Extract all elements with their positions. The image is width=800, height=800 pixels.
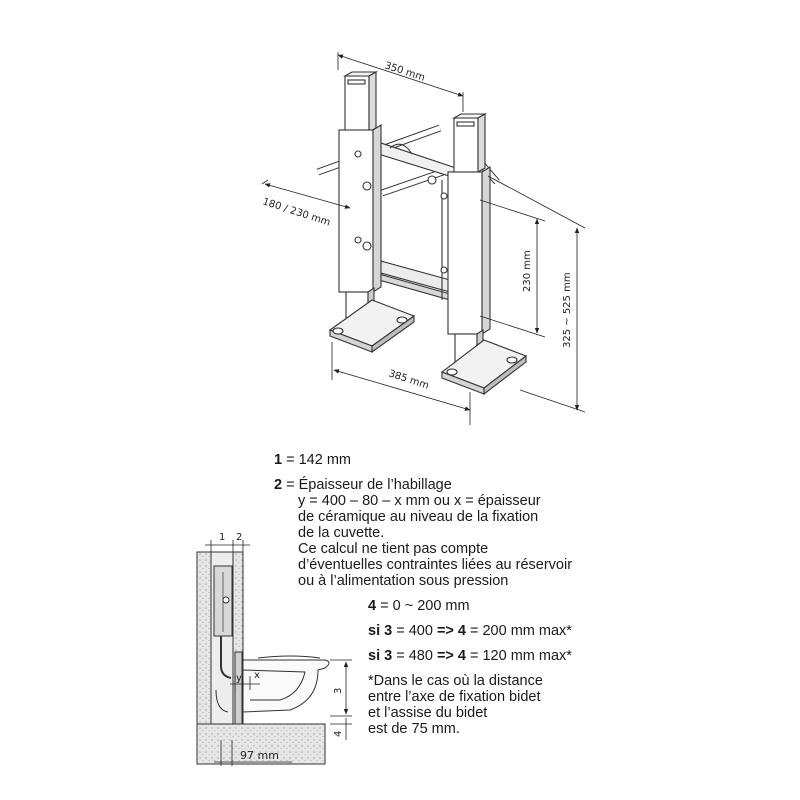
section-dim-x: x [254,670,260,681]
frame-drawing [316,71,528,396]
footnote-line-1: *Dans le cas où la distance [368,673,543,689]
section-dim-4: 4 [333,731,344,737]
dim-width [337,52,464,112]
note-2-line-6: d’éventuelles contraintes liées au réser… [298,557,573,573]
section-dim-97: 97 mm [240,749,279,762]
section-dim-3: 3 [333,688,344,694]
footnote-line-2: entre l’axe de fixation bidet [368,689,541,705]
section-dim-1: 1 [219,532,225,543]
note-4: 4 = 0 ~ 200 mm [368,598,470,614]
note-2-line-7: ou à l’alimentation sous pression [298,573,509,589]
dim-depth-label: 180 / 230 mm [261,196,332,228]
left-leg [328,71,416,354]
dim-inner-height [479,199,546,338]
note-2-line-5: Ce calcul ne tient pas compte [298,541,489,557]
section-dim-2: 2 [236,532,242,543]
dim-total-height [487,175,586,413]
note-2-line-4: de la cuvette. [298,525,385,541]
dim-width-label: 350 mm [383,60,426,83]
note-si-400: si 3 = 400 => 4 = 200 mm max* [368,623,572,639]
dim-inner-height-label: 230 mm [522,250,533,292]
section-drawing [196,551,330,765]
note-2-line-3: de céramique au niveau de la fixation [298,509,539,525]
notes-block: 1 = 142 mm 2 = Épaisseur de l’habillage … [274,452,794,737]
dim-base [331,342,471,425]
dim-total-height-label: 325 ~ 525 mm [562,272,573,348]
dim-depth [261,179,351,209]
dim-base-label: 385 mm [387,368,430,391]
note-2: 2 = Épaisseur de l’habillage [274,477,452,493]
footnote-line-4: est de 75 mm. [368,721,460,737]
note-1: 1 = 142 mm [274,452,351,468]
section-dims [205,540,352,766]
section-dim-y: y [236,673,242,684]
bowl [242,655,330,713]
note-2-line-2: y = 400 – 80 – x mm ou x = épaisseur [298,493,541,509]
right-leg [427,113,528,396]
footnote-line-3: et l’assise du bidet [368,705,488,721]
note-si-480: si 3 = 480 => 4 = 120 mm max* [368,648,572,664]
